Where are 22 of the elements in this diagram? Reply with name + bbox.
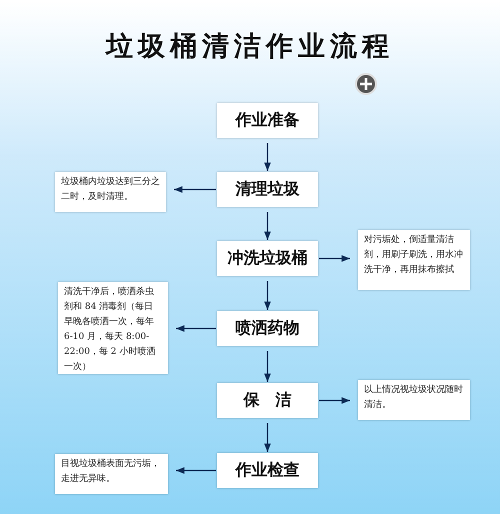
note-box: 目视垃圾桶表面无污垢，走进无异味。: [55, 454, 168, 494]
arrow: [174, 186, 216, 193]
process-box: 冲洗垃圾桶: [217, 241, 318, 276]
arrow: [264, 143, 271, 171]
arrow: [319, 255, 350, 262]
arrow: [319, 397, 350, 404]
process-box: 清理垃圾: [217, 172, 318, 207]
arrow: [176, 467, 216, 474]
arrow: [264, 281, 271, 310]
note-box: 以上情况视垃圾状况随时清洁。: [358, 380, 470, 420]
process-box: 喷洒药物: [217, 311, 318, 346]
arrow: [264, 423, 271, 452]
process-box: 作业检查: [217, 453, 318, 488]
note-box: 垃圾桶内垃圾达到三分之二时，及时清理。: [55, 172, 166, 212]
arrow: [176, 325, 216, 332]
arrow: [264, 212, 271, 240]
arrow: [264, 351, 271, 382]
title: 垃圾桶清洁作业流程: [104, 30, 395, 64]
note-box: 清洗干净后，喷洒杀虫剂和 84 消毒剂（每日早晚各喷洒一次，每年 6-10 月，每天 8:00-22:00，每 2 小时喷洒一次）: [58, 282, 168, 374]
process-box: 保 洁: [217, 383, 318, 418]
process-box: 作业准备: [217, 103, 318, 138]
note-box: 对污垢处，倒适量清洁剂，用刷子刷洗，用水冲洗干净，再用抹布擦拭: [358, 230, 470, 290]
